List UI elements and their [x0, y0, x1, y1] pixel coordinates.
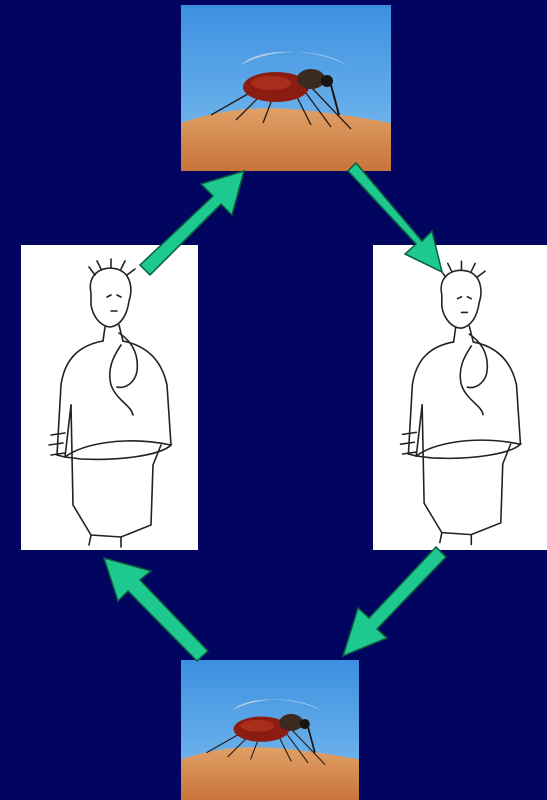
arrow-top-to-right [348, 163, 442, 272]
arrow-left-to-top [140, 171, 244, 275]
arrow-right-to-bottom [343, 547, 446, 656]
arrow-bottom-to-left [104, 558, 208, 661]
